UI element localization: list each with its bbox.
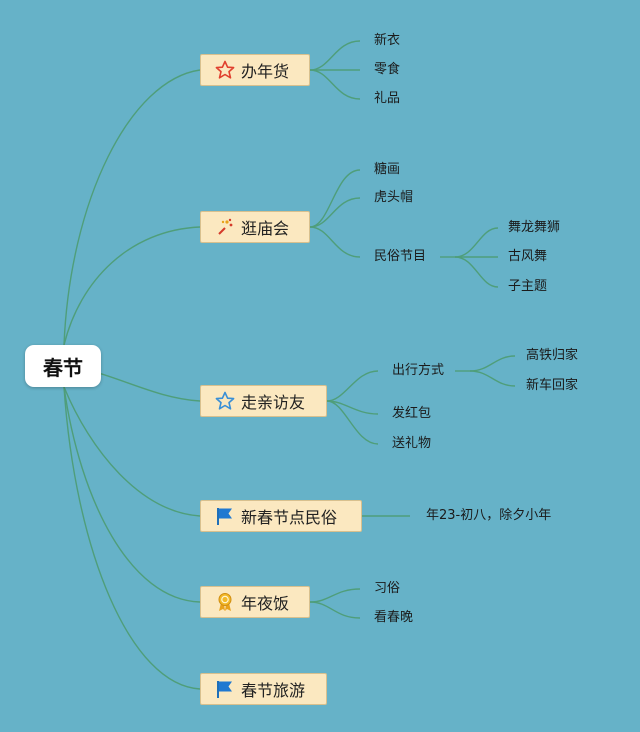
topic-label: 逛庙会: [241, 219, 290, 238]
sub-leaf-node[interactable]: 舞龙舞狮: [508, 220, 561, 235]
edge-root-topic-2: [63, 226, 201, 346]
edge-root-topic-4: [63, 386, 201, 517]
topic-label: 年夜饭: [241, 594, 290, 613]
leaf-node[interactable]: 糖画: [374, 162, 401, 177]
topic-label: 新春节点民俗: [241, 508, 338, 527]
flag-icon: [215, 506, 235, 526]
topic-chun-jie-lv-you[interactable]: 春节旅游: [200, 673, 327, 705]
leaf-node[interactable]: 习俗: [374, 581, 401, 596]
fireworks-icon: [215, 217, 235, 237]
flag-icon: [215, 679, 235, 699]
topic-zou-qin-fang-you[interactable]: 走亲访友: [200, 385, 327, 417]
leaf-node[interactable]: 民俗节目: [374, 249, 427, 264]
topic-guang-miao-hui[interactable]: 逛庙会: [200, 211, 310, 243]
leaf-node[interactable]: 发红包: [392, 406, 432, 421]
topic-nian-ye-fan[interactable]: 年夜饭: [200, 586, 310, 618]
edge-root-topic-1: [63, 69, 201, 346]
leaf-node[interactable]: 年23-初八，除夕小年: [426, 508, 552, 523]
star-outline-icon: [215, 391, 235, 411]
topic-xin-chun-jie-dian-min-su[interactable]: 新春节点民俗: [200, 500, 362, 532]
topic-label: 春节旅游: [241, 681, 306, 700]
root-node[interactable]: 春节: [25, 345, 101, 387]
sub-leaf-node[interactable]: 子主题: [508, 279, 548, 294]
leaf-node[interactable]: 送礼物: [392, 436, 432, 451]
leaf-node[interactable]: 新衣: [374, 33, 401, 48]
edge-root-topic-6: [63, 386, 201, 690]
sub-leaf-node[interactable]: 古风舞: [508, 249, 548, 264]
star-icon: [215, 60, 235, 80]
topic-label: 走亲访友: [241, 393, 306, 412]
leaf-node[interactable]: 看春晚: [374, 610, 414, 625]
leaf-node[interactable]: 零食: [374, 62, 401, 77]
topic-label: 办年货: [241, 62, 290, 81]
sub-leaf-node[interactable]: 新车回家: [526, 378, 579, 393]
leaf-node[interactable]: 虎头帽: [374, 190, 414, 205]
leaf-node[interactable]: 出行方式: [392, 363, 445, 378]
topic-ban-nian-huo[interactable]: 办年货: [200, 54, 310, 86]
edge-root-topic-5: [63, 386, 201, 603]
leaf-node[interactable]: 礼品: [374, 91, 401, 106]
sub-leaf-node[interactable]: 高铁归家: [526, 348, 579, 363]
medal-icon: [215, 592, 235, 612]
